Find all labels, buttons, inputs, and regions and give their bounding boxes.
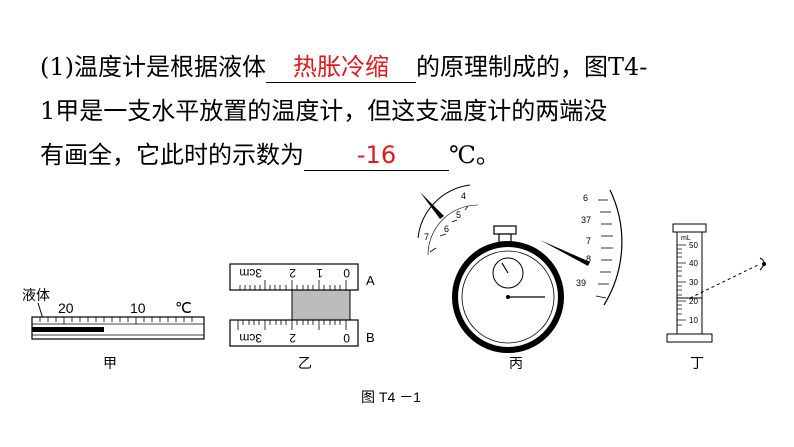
minute-tick-5: 5 bbox=[456, 210, 461, 220]
question-line-2: 1甲是一支水平放置的温度计，但这支温度计的两端没 bbox=[40, 97, 608, 125]
minute-pointer bbox=[420, 192, 444, 219]
measured-object bbox=[291, 289, 351, 321]
label-ding: 丁 bbox=[690, 355, 704, 371]
ruler-a-tick-3: 3cm bbox=[239, 266, 262, 280]
label-yi: 乙 bbox=[298, 355, 312, 371]
ruler-label-b: B bbox=[366, 330, 375, 345]
ruler-b-tick-2: 2 bbox=[289, 331, 296, 345]
question-text: (1)温度计是根据液体 bbox=[40, 53, 266, 81]
cylinder-unit: mL bbox=[681, 235, 691, 242]
minute-tick-7: 7 bbox=[424, 232, 429, 242]
second-pointer bbox=[540, 240, 590, 266]
thermo-unit: ℃ bbox=[175, 300, 192, 317]
cylinder-tick-10: 10 bbox=[689, 316, 698, 325]
cylinder-tick-20: 20 bbox=[689, 297, 698, 306]
second-tick-6: 6 bbox=[583, 193, 588, 203]
ruler-a-tick-1: 1 bbox=[316, 266, 323, 280]
ruler-b bbox=[229, 319, 359, 347]
question-text: 的原理制成的，图T4- bbox=[416, 53, 648, 81]
label-bing: 丙 bbox=[509, 355, 523, 371]
answer-blank-2: -16 bbox=[304, 140, 449, 171]
watch-crown bbox=[493, 225, 517, 235]
second-tick-7: 7 bbox=[586, 236, 591, 246]
figure-caption: 图 T4 －1 bbox=[361, 389, 421, 405]
ruler-a-tick-2: 2 bbox=[289, 266, 296, 280]
question-text: 有画全，它此时的示数为 bbox=[40, 141, 304, 169]
question-line-1: (1)温度计是根据液体热胀冷缩的原理制成的，图T4- bbox=[40, 52, 647, 83]
ruler-b-tick-0: 0 bbox=[343, 331, 350, 345]
minute-tick-6: 6 bbox=[444, 224, 449, 234]
sight-line bbox=[689, 263, 761, 299]
second-tick-37: 37 bbox=[581, 215, 591, 225]
stopwatch-figure: 4 5 6 7 6 37 7 8 39 丙 bbox=[417, 184, 623, 371]
second-tick-8: 8 bbox=[586, 254, 591, 264]
question-text: ℃。 bbox=[449, 141, 500, 169]
cylinder-base bbox=[666, 333, 713, 343]
eye-icon bbox=[759, 257, 766, 271]
cylinder-tick-30: 30 bbox=[689, 278, 698, 287]
ruler-a-tick-0: 0 bbox=[343, 266, 350, 280]
cylinder-tick-40: 40 bbox=[689, 259, 698, 268]
thermometer-liquid bbox=[32, 327, 104, 332]
label-jia: 甲 bbox=[103, 355, 117, 371]
ruler-b-tick-3: 3cm bbox=[239, 331, 262, 345]
ruler-a bbox=[229, 263, 359, 291]
thermo-tick-10: 10 bbox=[130, 300, 146, 316]
thermo-tick-20: 20 bbox=[58, 300, 74, 316]
minute-tick-4: 4 bbox=[461, 191, 466, 201]
cylinder-figure: mL 50 40 30 20 10 丁 bbox=[666, 223, 766, 371]
question-line-3: 有画全，它此时的示数为-16℃。 bbox=[40, 140, 500, 171]
ruler-figure: 0 1 2 3cm 0 2 3cm A B 乙 bbox=[229, 263, 375, 371]
thermometer-figure: 液体 20 10 ℃ 甲 bbox=[22, 287, 205, 371]
liquid-label: 液体 bbox=[22, 287, 50, 303]
ruler-label-a: A bbox=[366, 273, 375, 288]
cylinder-rim bbox=[672, 223, 707, 233]
answer-blank-1: 热胀冷缩 bbox=[266, 52, 416, 83]
cylinder-tick-50: 50 bbox=[689, 241, 698, 250]
second-tick-39: 39 bbox=[576, 278, 586, 288]
